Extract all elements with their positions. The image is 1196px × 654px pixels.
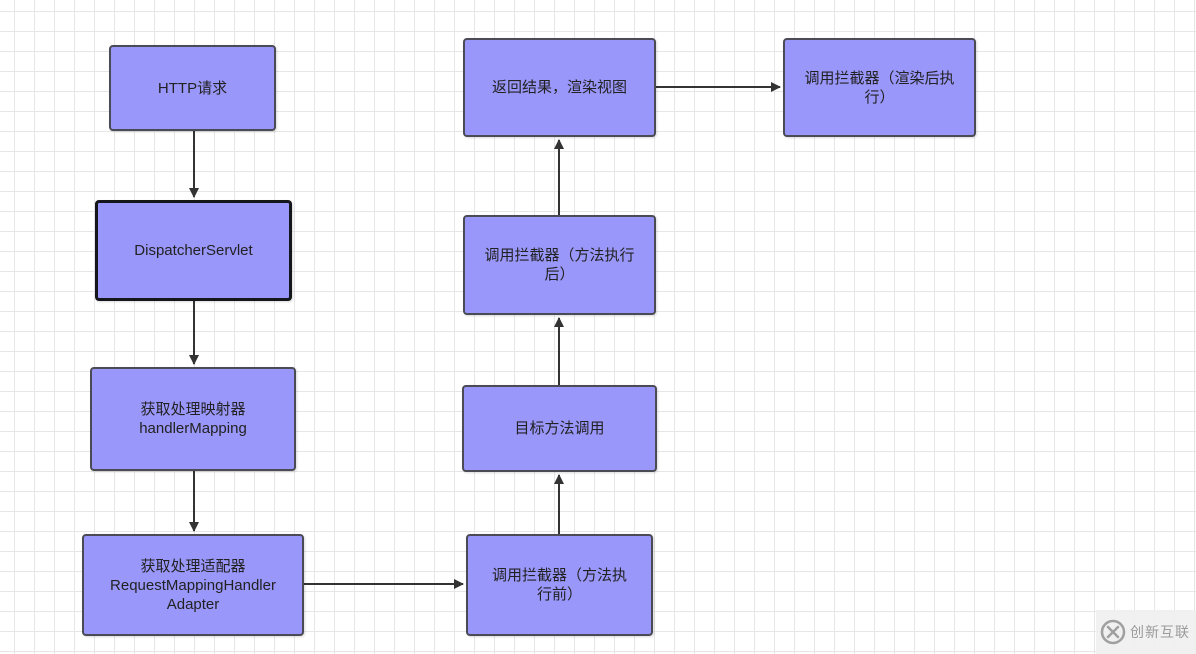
node-get-handler-adapter[interactable]: 获取处理适配器 RequestMappingHandler Adapter bbox=[82, 534, 304, 636]
node-interceptor-post[interactable]: 调用拦截器（方法执行 后） bbox=[463, 215, 656, 315]
watermark-text: 创新互联 bbox=[1130, 625, 1190, 641]
node-invoke-target[interactable]: 目标方法调用 bbox=[462, 385, 657, 472]
node-dispatcher-servlet[interactable]: DispatcherServlet bbox=[95, 200, 292, 301]
node-render-view[interactable]: 返回结果，渲染视图 bbox=[463, 38, 656, 137]
node-http-request[interactable]: HTTP请求 bbox=[109, 45, 276, 131]
node-interceptor-pre[interactable]: 调用拦截器（方法执 行前） bbox=[466, 534, 653, 636]
node-get-handler-mapping[interactable]: 获取处理映射器 handlerMapping bbox=[90, 367, 296, 471]
watermark: 创新互联 bbox=[1096, 610, 1196, 654]
node-interceptor-after[interactable]: 调用拦截器（渲染后执 行） bbox=[783, 38, 976, 137]
brand-logo-icon bbox=[1100, 619, 1126, 645]
